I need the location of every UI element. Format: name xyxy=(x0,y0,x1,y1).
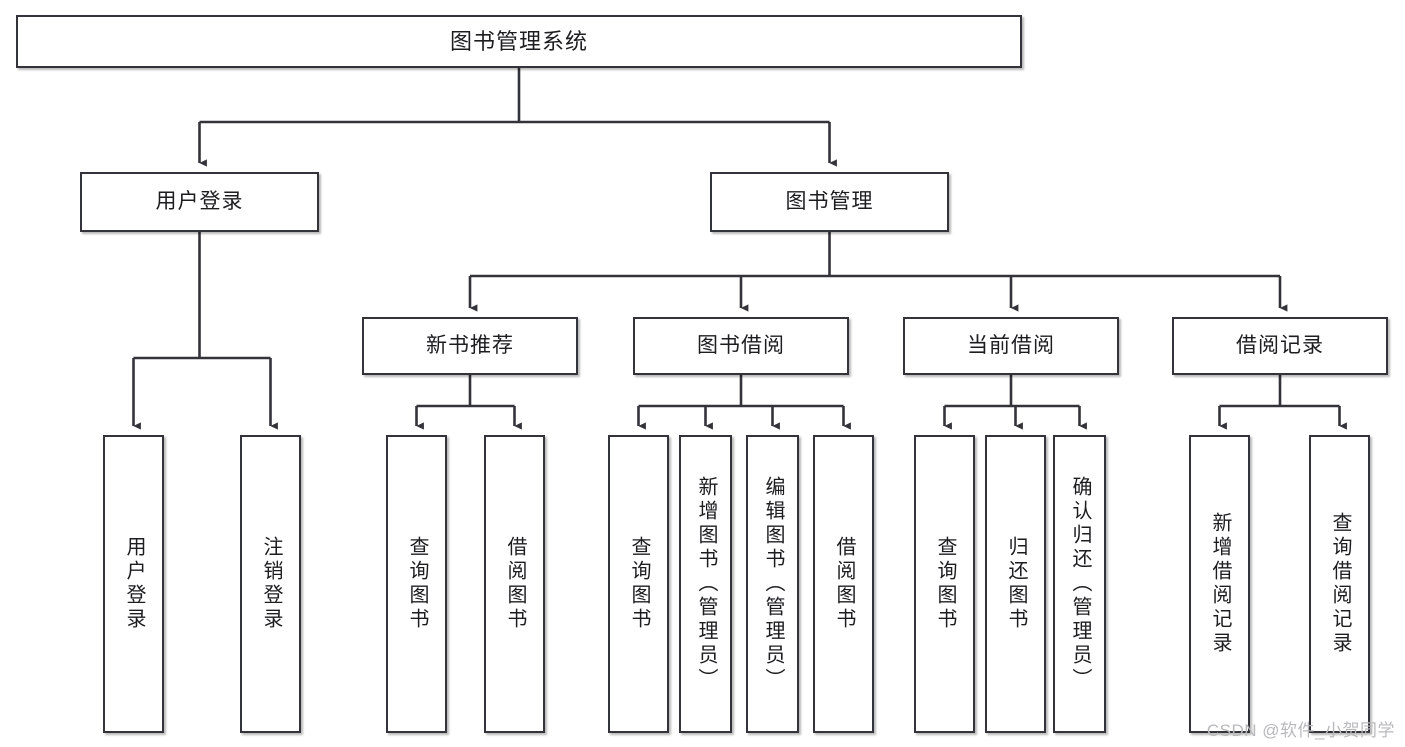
node-label: 新增借阅记录 xyxy=(1209,512,1231,656)
node-leaf-current-query-book[interactable]: 查询图书 xyxy=(914,435,975,733)
node-label: 用户登录 xyxy=(123,536,145,632)
node-label: 查询借阅记录 xyxy=(1329,512,1351,656)
node-label: 图书管理 xyxy=(785,189,874,213)
node-leaf-borrow-query-book[interactable]: 查询图书 xyxy=(608,435,669,733)
node-leaf-user-logout[interactable]: 注销登录 xyxy=(240,435,301,733)
node-label: 当前借阅 xyxy=(967,333,1055,357)
node-leaf-return-book[interactable]: 归还图书 xyxy=(985,435,1046,733)
node-label: 编辑图书（管理员） xyxy=(762,476,784,692)
node-label: 新增图书（管理员） xyxy=(695,476,717,692)
node-label: 借阅记录 xyxy=(1236,333,1324,357)
node-leaf-query-borrow-record[interactable]: 查询借阅记录 xyxy=(1309,435,1370,733)
node-root-system[interactable]: 图书管理系统 xyxy=(16,15,1022,68)
node-leaf-borrow-book[interactable]: 借阅图书 xyxy=(813,435,874,733)
node-current-borrow[interactable]: 当前借阅 xyxy=(903,317,1119,375)
node-label: 借阅图书 xyxy=(504,536,526,632)
node-label: 归还图书 xyxy=(1005,536,1027,632)
node-label: 用户登录 xyxy=(155,189,244,213)
node-leaf-new-query-book[interactable]: 查询图书 xyxy=(386,435,447,733)
node-label: 借阅图书 xyxy=(833,536,855,632)
node-label: 图书管理系统 xyxy=(449,28,588,54)
node-borrow-record[interactable]: 借阅记录 xyxy=(1172,317,1388,375)
node-label: 查询图书 xyxy=(628,536,650,632)
node-leaf-edit-book-admin[interactable]: 编辑图书（管理员） xyxy=(746,435,799,733)
node-label: 注销登录 xyxy=(260,536,282,632)
node-user-login-module[interactable]: 用户登录 xyxy=(80,172,319,232)
node-label: 图书借阅 xyxy=(697,333,785,357)
node-label: 确认归还（管理员） xyxy=(1069,476,1091,692)
node-label: 查询图书 xyxy=(934,536,956,632)
node-new-book-recommend[interactable]: 新书推荐 xyxy=(362,317,578,375)
csdn-watermark: CSDN @软件_小贺同学 xyxy=(1206,721,1395,740)
node-leaf-confirm-return-admin[interactable]: 确认归还（管理员） xyxy=(1053,435,1106,733)
node-leaf-new-borrow-book[interactable]: 借阅图书 xyxy=(484,435,545,733)
node-label: 新书推荐 xyxy=(426,333,514,357)
node-leaf-user-login[interactable]: 用户登录 xyxy=(103,435,164,733)
node-leaf-add-book-admin[interactable]: 新增图书（管理员） xyxy=(679,435,732,733)
node-leaf-add-borrow-record[interactable]: 新增借阅记录 xyxy=(1189,435,1250,733)
node-book-management-module[interactable]: 图书管理 xyxy=(710,172,949,232)
node-book-borrow[interactable]: 图书借阅 xyxy=(633,317,849,375)
node-label: 查询图书 xyxy=(406,536,428,632)
